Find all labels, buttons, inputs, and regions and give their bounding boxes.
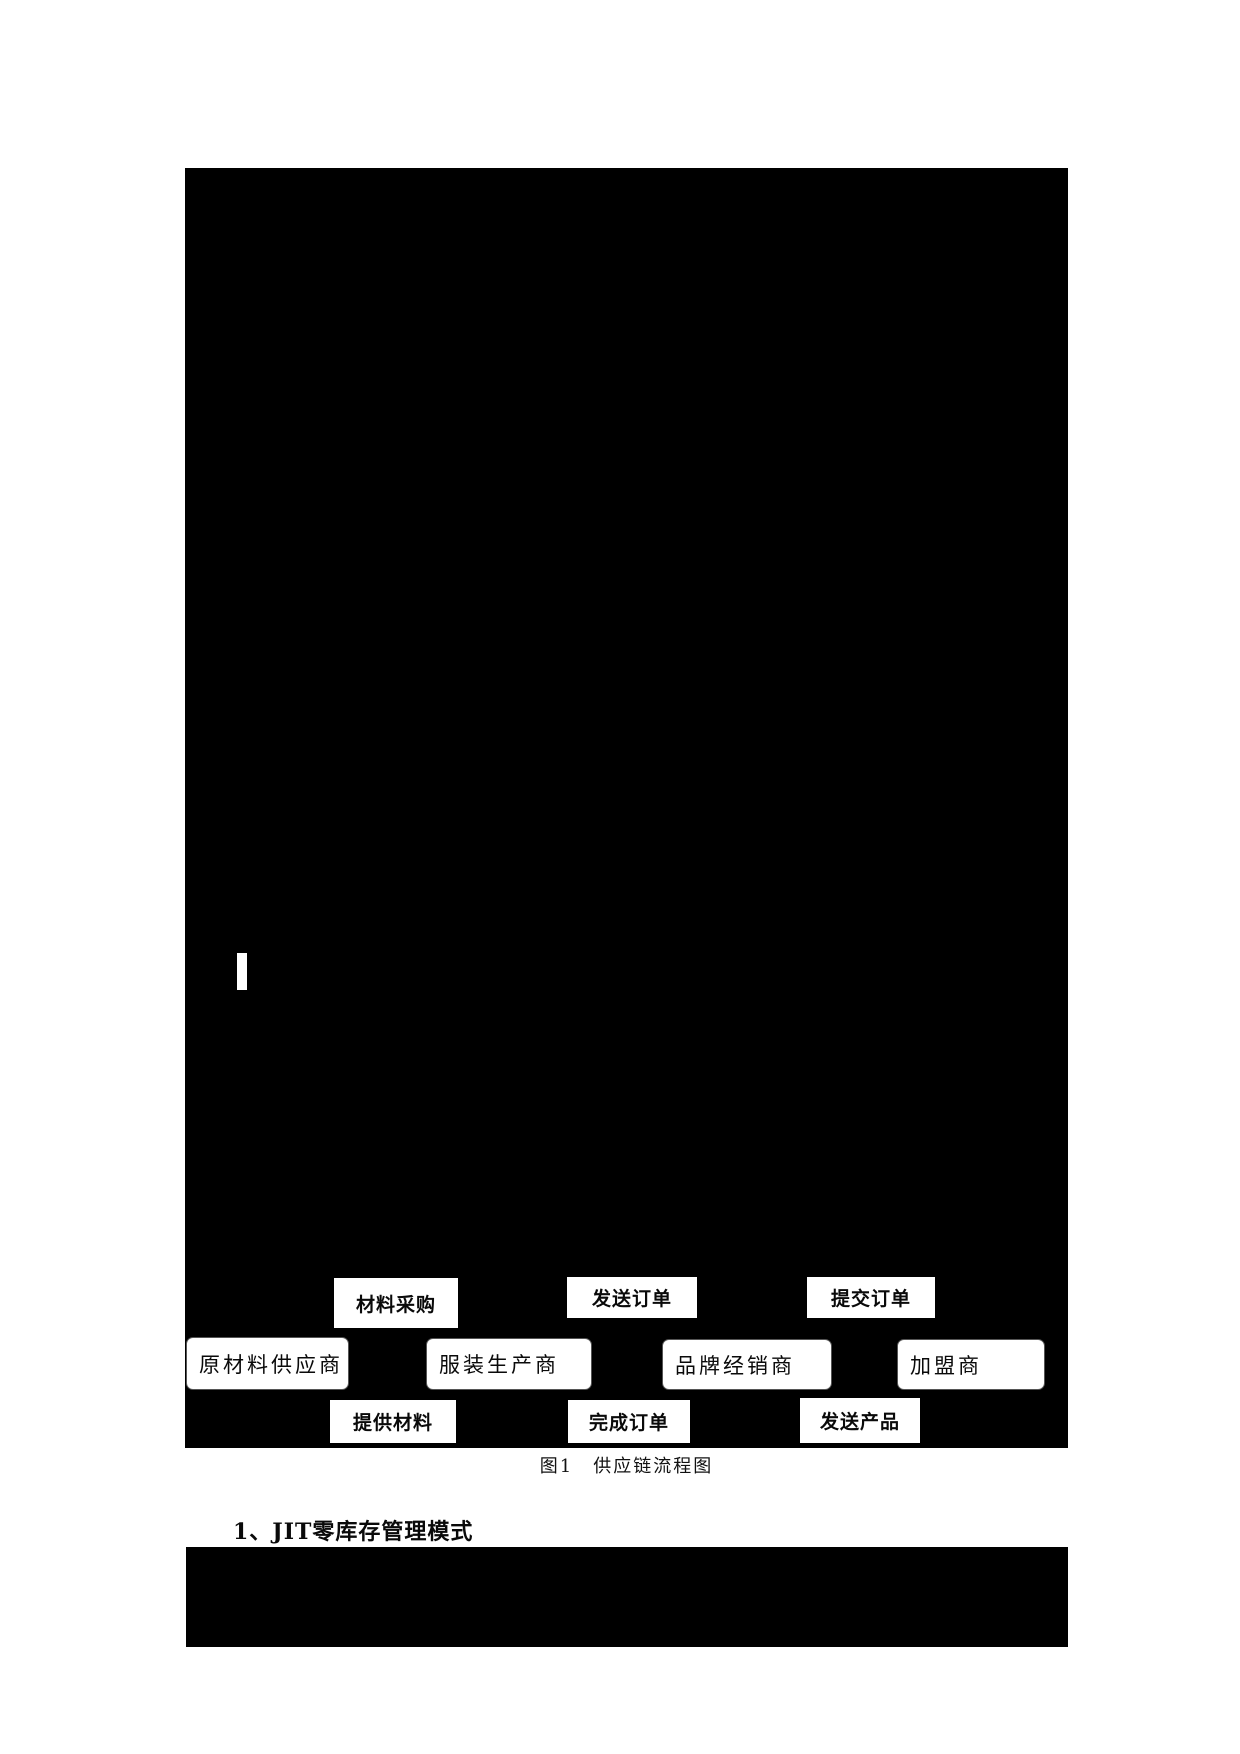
redacted-block-main xyxy=(185,168,1068,1448)
redaction-artifact xyxy=(237,953,247,990)
flow-label-submit-order: 提交订单 xyxy=(807,1277,935,1318)
figure-caption: 图1 供应链流程图 xyxy=(539,1456,714,1477)
entity-brand-distributor: 品牌经销商 xyxy=(662,1339,832,1390)
flow-label-complete-order: 完成订单 xyxy=(568,1400,690,1443)
redacted-block-bottom xyxy=(186,1547,1068,1647)
entity-franchisee: 加盟商 xyxy=(897,1339,1045,1390)
flow-label-material-purchase: 材料采购 xyxy=(334,1278,458,1328)
flow-label-send-order: 发送订单 xyxy=(567,1277,697,1318)
entity-garment-manufacturer: 服装生产商 xyxy=(426,1338,592,1390)
entity-raw-material-supplier: 原材料供应商 xyxy=(186,1337,349,1390)
flow-label-send-product: 发送产品 xyxy=(800,1398,920,1443)
flow-label-provide-material: 提供材料 xyxy=(330,1400,456,1443)
section-heading: 1、JIT零库存管理模式 xyxy=(233,1519,474,1545)
